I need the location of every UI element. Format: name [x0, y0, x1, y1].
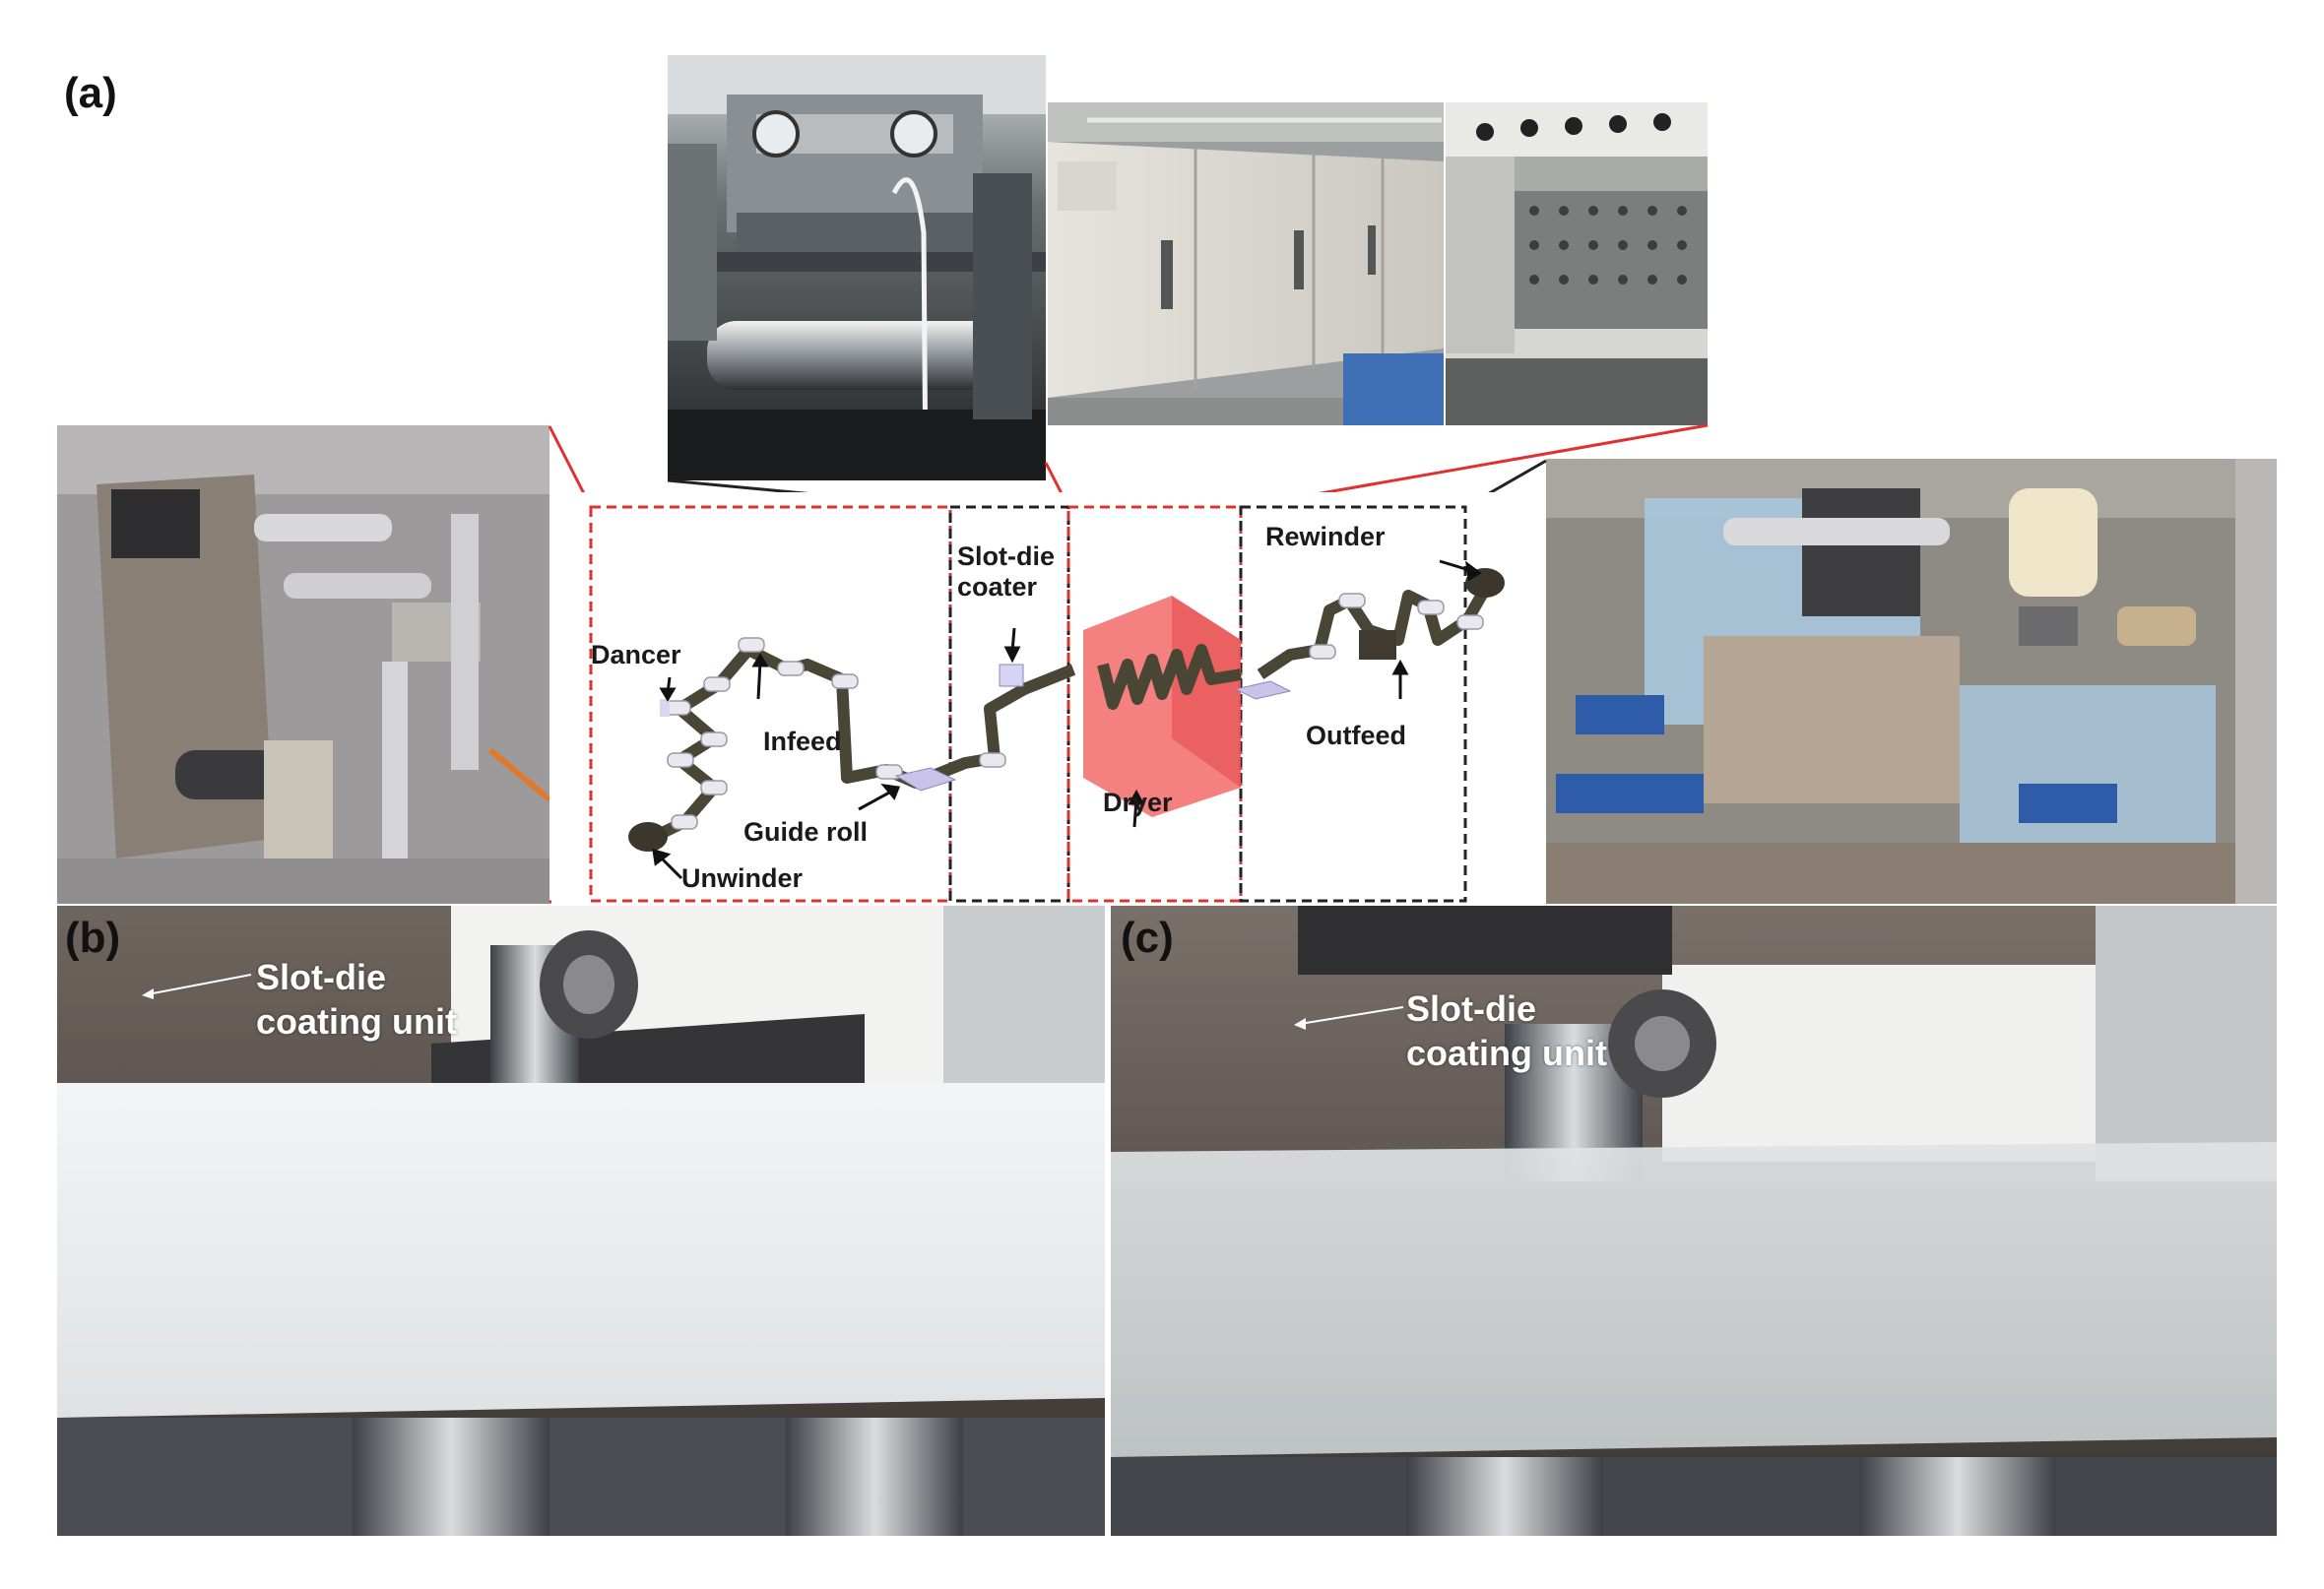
label-slot-die-coater: Slot-die coater — [957, 541, 1055, 603]
panel-label-a: (a) — [64, 69, 117, 117]
panel-label-c: (c) — [1121, 914, 1174, 962]
rollers — [664, 593, 1484, 830]
unwinder-spool — [628, 822, 668, 852]
photo-c — [1111, 906, 2277, 1536]
panel-label-b: (b) — [65, 914, 121, 962]
label-dancer: Dancer — [591, 640, 681, 669]
label-dryer: Dryer — [1103, 788, 1173, 817]
label-rewinder: Rewinder — [1265, 522, 1386, 551]
label-outfeed: Outfeed — [1306, 721, 1407, 750]
dryer-interior-photo — [1446, 102, 1708, 425]
unwinder-photo — [57, 425, 549, 904]
photo-b — [57, 906, 1105, 1536]
pointer-line-b — [142, 974, 252, 999]
dryer-exterior-photo — [1048, 102, 1444, 425]
coater-photo — [668, 55, 1046, 480]
label-infeed: Infeed — [763, 727, 842, 756]
label-arrows — [652, 559, 1482, 880]
label-unwinder: Unwinder — [681, 863, 804, 893]
outfeed-block — [1359, 630, 1396, 660]
guide-roll-tray — [894, 767, 957, 792]
label-c-slot-die-coating-unit: Slot-die coating unit — [1406, 988, 1607, 1073]
dancer-element — [660, 699, 670, 717]
rewinder-section-box — [1239, 505, 1467, 903]
process-diagram: Dancer Infeed Guide roll Unwinder Slot-d… — [551, 492, 1546, 918]
rewinder-photo — [1546, 459, 2277, 904]
slot-die-coater-block — [999, 664, 1024, 687]
label-guide-roll: Guide roll — [743, 817, 869, 847]
label-b-slot-die-coating-unit: Slot-die coating unit — [256, 957, 457, 1042]
pointer-line-c — [1294, 1006, 1404, 1030]
